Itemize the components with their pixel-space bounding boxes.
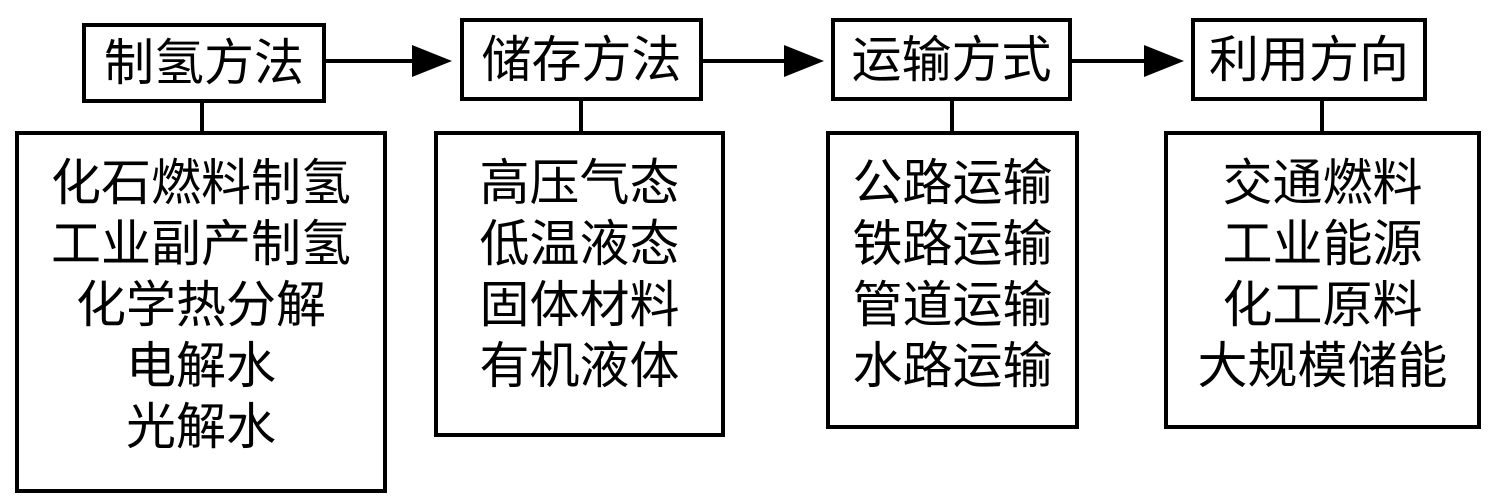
stage-title: 制氢方法 [104,34,304,92]
connector-line [950,101,954,131]
connector-line [579,101,583,131]
stage-list-transport: 公路运输 铁路运输 管道运输 水路运输 [826,131,1079,429]
stage-title: 运输方式 [851,30,1052,89]
list-item: 工业副产制氢 [51,215,351,273]
list-item: 大规模储能 [1197,337,1448,395]
stage-header-transport: 运输方式 [831,18,1072,101]
list-item: 工业能源 [1222,215,1423,273]
stage-title: 储存方法 [481,30,682,89]
list-item: 化工原料 [1222,276,1423,334]
list-item: 交通燃料 [1222,154,1423,212]
list-item: 高压气态 [479,154,680,212]
stage-list-storage: 高压气态 低温液态 固体材料 有机液体 [434,131,725,437]
stage-header-utilization: 利用方向 [1191,18,1427,101]
connector-line [200,103,204,131]
connector-line [1320,101,1324,131]
list-item: 固体材料 [479,276,680,334]
list-item: 铁路运输 [852,215,1053,273]
arrow-stage2-to-stage3 [703,45,824,77]
list-item: 化石燃料制氢 [51,154,351,212]
stage-list-production: 化石燃料制氢 工业副产制氢 化学热分解 电解水 光解水 [15,131,387,493]
list-item: 电解水 [126,337,276,395]
list-item: 化学热分解 [76,276,326,334]
stage-title: 利用方向 [1209,30,1409,89]
arrow-stage1-to-stage2 [326,45,452,77]
stage-header-storage: 储存方法 [460,18,703,101]
stage-list-utilization: 交通燃料 工业能源 化工原料 大规模储能 [1164,131,1481,429]
stage-header-production: 制氢方法 [82,23,326,103]
list-item: 水路运输 [852,337,1053,395]
arrow-stage3-to-stage4 [1072,45,1184,77]
list-item: 低温液态 [479,215,680,273]
list-item: 光解水 [126,398,276,456]
list-item: 公路运输 [852,154,1053,212]
list-item: 有机液体 [479,337,680,395]
list-item: 管道运输 [852,276,1053,334]
